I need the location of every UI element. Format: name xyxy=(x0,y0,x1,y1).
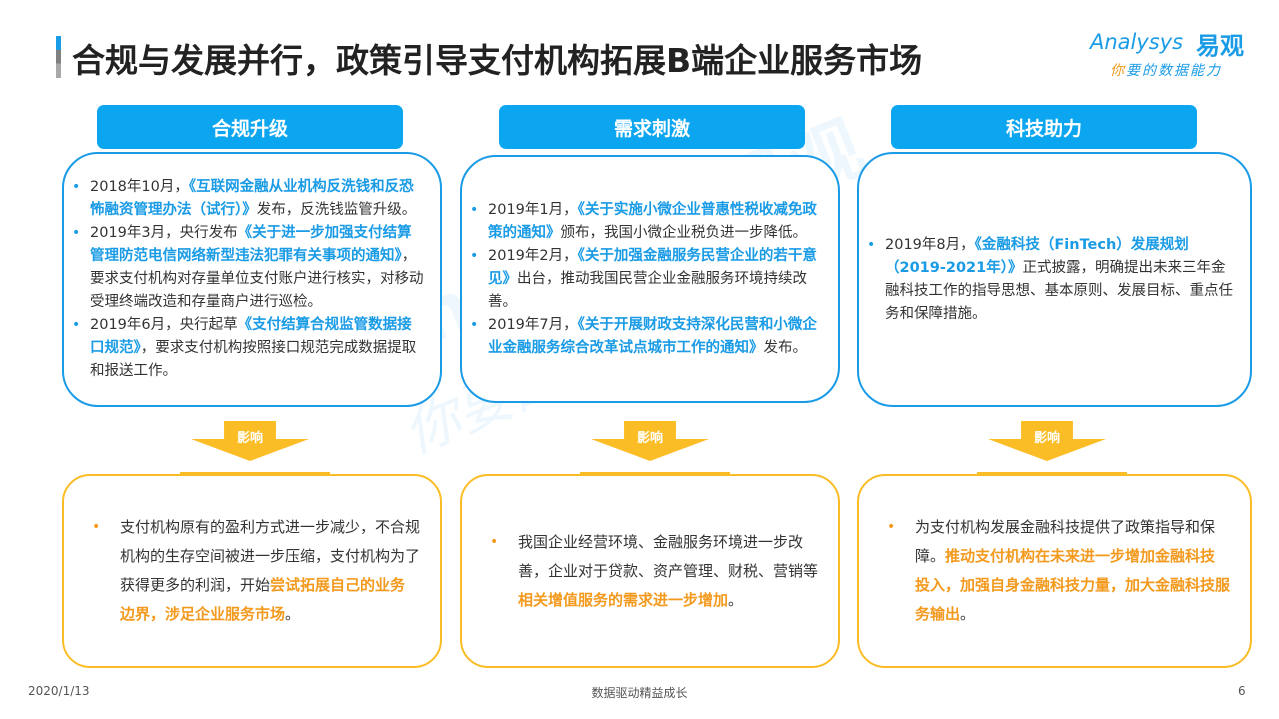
policy-box-compliance: 2018年10月，《互联网金融从业机构反洗钱和反恐怖融资管理办法（试行）》发布，… xyxy=(62,152,442,407)
arrow-divider xyxy=(180,472,330,475)
policy-title: 《关于实施小微企业普惠性税收减免政策的通知》 xyxy=(488,201,817,241)
arrow-divider xyxy=(977,472,1127,475)
policy-item: 2019年7月，《关于开展财政支持深化民营和小微企业金融服务综合改革试点城市工作… xyxy=(470,314,824,360)
policy-title: 《关于进一步加强支付结算管理防范电信网络新型违法犯罪有关事项的通知》 xyxy=(90,225,412,264)
policy-item: 2019年2月，《关于加强金融服务民营企业的若干意见》出台，推动我国民营企业金融… xyxy=(470,245,824,314)
policy-title: 《支付结算合规监管数据接口规范》 xyxy=(90,317,412,356)
arrow-divider xyxy=(580,472,730,475)
policy-title: 《金融科技（FinTech）发展规划（2019-2021年）》 xyxy=(885,236,1189,276)
impact-arrow-icon: 影响 xyxy=(988,421,1106,461)
page-title: 合规与发展并行，政策引导支付机构拓展B端企业服务市场 xyxy=(72,41,923,80)
impact-box-demand: 我国企业经营环境、金融服务环境进一步改善，企业对于贷款、资产管理、财税、营销等相… xyxy=(460,474,840,668)
title-accent-bar xyxy=(56,36,61,78)
page-number: 6 xyxy=(1238,684,1246,698)
column-header-demand: 需求刺激 xyxy=(499,105,805,149)
column-header-compliance: 合规升级 xyxy=(97,105,403,149)
policy-box-technology: 2019年8月，《金融科技（FinTech）发展规划（2019-2021年）》正… xyxy=(857,152,1252,407)
column-header-technology: 科技助力 xyxy=(891,105,1197,149)
footer-slogan: 数据驱动精益成长 xyxy=(591,686,688,700)
analysys-logo: Analysys 易观 你要的数据能力 xyxy=(1090,30,1250,84)
logo-english: Analysys xyxy=(1090,30,1184,54)
impact-arrow-icon: 影响 xyxy=(191,421,309,461)
policy-item: 2019年8月，《金融科技（FinTech）发展规划（2019-2021年）》正… xyxy=(867,234,1236,326)
policy-title: 《互联网金融从业机构反洗钱和反恐怖融资管理办法（试行）》 xyxy=(90,179,414,218)
logo-slogan: 你要的数据能力 xyxy=(1110,63,1222,79)
impact-arrow-icon: 影响 xyxy=(591,421,709,461)
policy-item: 2018年10月，《互联网金融从业机构反洗钱和反恐怖融资管理办法（试行）》发布，… xyxy=(72,176,426,222)
impact-text: 我国企业经营环境、金融服务环境进一步改善，企业对于贷款、资产管理、财税、营销等相… xyxy=(490,528,818,615)
policy-box-demand: 2019年1月，《关于实施小微企业普惠性税收减免政策的通知》颁布，我国小微企业税… xyxy=(460,155,840,403)
logo-chinese: 易观 xyxy=(1196,32,1244,60)
footer-date: 2020/1/13 xyxy=(28,684,90,698)
impact-box-compliance: 支付机构原有的盈利方式进一步减少，不合规机构的生存空间被进一步压缩，支付机构为了… xyxy=(62,474,442,668)
policy-item: 2019年6月，央行起草《支付结算合规监管数据接口规范》，要求支付机构按照接口规… xyxy=(72,314,426,383)
policy-title: 《关于加强金融服务民营企业的若干意见》 xyxy=(488,247,817,287)
policy-item: 2019年3月，央行发布《关于进一步加强支付结算管理防范电信网络新型违法犯罪有关… xyxy=(72,222,426,314)
impact-box-technology: 为支付机构发展金融科技提供了政策指导和保障。推动支付机构在未来进一步增加金融科技… xyxy=(857,474,1252,668)
policy-title: 《关于开展财政支持深化民营和小微企业金融服务综合改革试点城市工作的通知》 xyxy=(488,316,817,356)
impact-text: 支付机构原有的盈利方式进一步减少，不合规机构的生存空间被进一步压缩，支付机构为了… xyxy=(92,513,420,629)
impact-text: 为支付机构发展金融科技提供了政策指导和保障。推动支付机构在未来进一步增加金融科技… xyxy=(887,513,1230,629)
policy-item: 2019年1月，《关于实施小微企业普惠性税收减免政策的通知》颁布，我国小微企业税… xyxy=(470,199,824,245)
